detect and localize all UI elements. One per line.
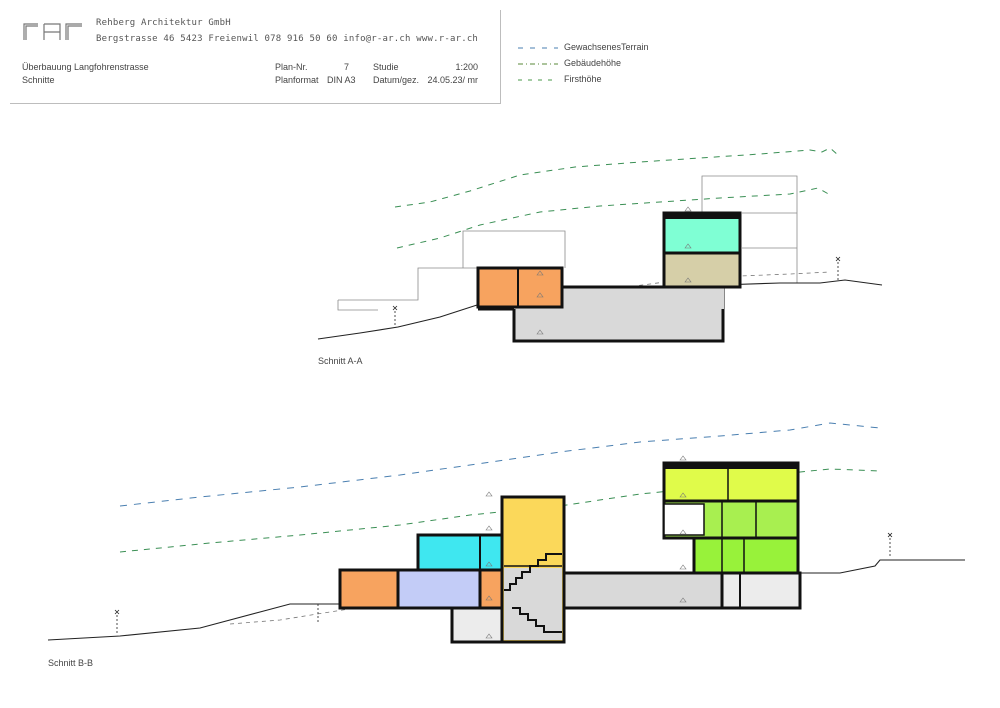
section-label-b-b: Schnitt B-B <box>48 658 94 668</box>
project-name: Überbauung Langfohrenstrasse <box>22 62 149 72</box>
technical-room <box>720 571 802 610</box>
ground-line <box>47 559 965 641</box>
plan-nr-value: 7 <box>344 62 350 72</box>
apartment-orange <box>338 568 400 610</box>
stair-flight <box>504 553 562 633</box>
format-value: DIN A3 <box>327 75 356 85</box>
section-a-a <box>317 147 883 343</box>
level-markers <box>485 455 687 639</box>
date-label: Datum/gez. <box>373 75 420 85</box>
firm-address: Bergstrasse 46 5423 Freienwil 078 916 50… <box>96 34 479 44</box>
apartment-turquoise <box>416 533 504 572</box>
apartment-orange <box>476 266 564 309</box>
legend-label: GewachsenesTerrain <box>564 42 649 52</box>
apartment-khaki <box>662 251 742 289</box>
legend-label: Gebäudehöhe <box>564 58 622 68</box>
level-markers <box>536 206 692 335</box>
firm-name: Rehberg Architektur GmbH <box>96 18 231 28</box>
building-height-dashed-line <box>119 468 881 553</box>
scale-value: 1:200 <box>455 62 478 72</box>
legend-label: Firsthöhe <box>564 74 602 84</box>
apartment-cyan <box>662 211 742 255</box>
cellar-room <box>450 606 504 644</box>
apartment-bright-green <box>692 536 800 575</box>
dash-line-icon <box>518 79 558 81</box>
title-block: Rehberg Architektur GmbH Bergstrasse 46 … <box>10 10 501 104</box>
plan-title: Schnitte <box>22 75 55 85</box>
terrain-dashed-line <box>394 147 839 208</box>
apartment-blue <box>396 568 482 610</box>
neighbour-outline <box>701 175 798 283</box>
plan-nr-label: Plan-Nr. <box>275 62 308 72</box>
terrain-marker <box>392 256 841 326</box>
date-value: 24.05.23/ mr <box>427 75 478 85</box>
section-label-a-a: Schnitt A-A <box>318 356 363 366</box>
apartment-orange-small <box>478 568 504 610</box>
building-height-dashed-line <box>396 187 833 249</box>
terrain-dashed-line <box>119 422 881 507</box>
section-b-b <box>47 422 965 644</box>
neighbour-outline <box>337 230 566 311</box>
firm-logo <box>23 23 82 40</box>
dash-line-icon <box>518 63 558 65</box>
format-label: Planformat <box>275 75 319 85</box>
terrain-marker <box>114 532 893 635</box>
status-label: Studie <box>373 62 399 72</box>
stair-lower <box>504 568 562 640</box>
